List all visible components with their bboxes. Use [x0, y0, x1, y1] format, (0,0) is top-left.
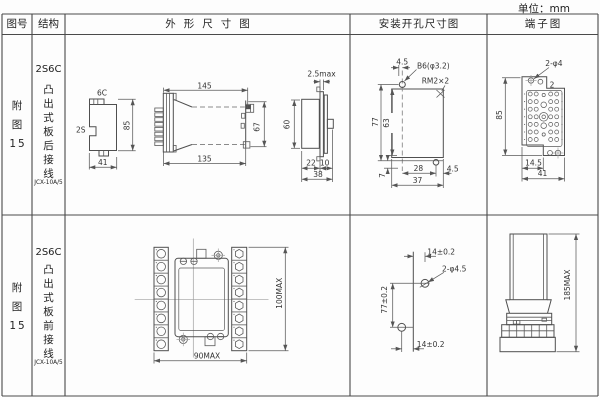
header-terminal: 端子图	[524, 18, 563, 30]
product-code-row2: JCX-10A/5	[34, 359, 63, 366]
fig1-outline-section-view: 2.5max 60 22 10 38	[282, 70, 336, 182]
structure-cell-row1: 凸 出 式 板 后 接 线	[43, 83, 54, 181]
dim-label-28: 28	[414, 164, 424, 173]
header-outline: 外形尺寸图	[165, 18, 258, 30]
dim-label-145pitch: 14.5	[525, 159, 542, 168]
terminal-group-label: 2	[550, 81, 555, 90]
dim-label-7: 7	[378, 173, 387, 178]
fig-no-cell-row2: 附 图 15	[9, 282, 27, 332]
dim-label-t85: 85	[495, 110, 504, 120]
note-holes-45: 2-φ4.5	[442, 264, 467, 273]
dim-label-10: 10	[320, 159, 330, 168]
dim-label-41: 41	[98, 158, 108, 167]
dim-label-2s: 2S	[76, 126, 86, 135]
header-structure: 结构	[38, 18, 59, 30]
dim-label-45bottom: 4.5	[447, 165, 459, 174]
dim-label-135: 135	[197, 155, 212, 164]
dim-label-77: 77	[371, 117, 380, 127]
unit-label: 单位：mm	[518, 3, 570, 15]
model-label-row1: 2S6C	[35, 64, 62, 75]
fig1-outline-top-view: 6C 2S 85 41	[76, 89, 136, 170]
dim-label-6c: 6C	[97, 89, 107, 98]
dim-label-77pm: 77±0.2	[380, 286, 389, 314]
model-label-row2: 2S6C	[35, 247, 62, 258]
dim-label-14top: 14±0.2	[427, 248, 455, 257]
dim-label-14bottom: 14±0.2	[417, 340, 445, 349]
table-grid	[1, 13, 599, 397]
fig2-mounting-drawing: 14±0.2 2-φ4.5 77±0.2 14±0.2	[380, 248, 467, 352]
dim-label-25max: 2.5max	[307, 70, 336, 79]
dim-label-185max: 185MAX	[563, 269, 572, 300]
fig1-terminal-drawing: 2 2-φ4 85 14.5 41	[495, 59, 565, 182]
dim-label-t41: 41	[538, 169, 548, 178]
note-screw: RM2×2	[422, 77, 450, 86]
fig1-mounting-drawing: 4.5 B6(φ3.2) RM2×2 77 63 7 28 4.5 37	[371, 58, 459, 188]
dim-label-90max: 90MAX	[194, 351, 220, 360]
product-code-row1: JCX-10A/5	[34, 179, 63, 186]
note-mount-holes: 2-φ4	[545, 59, 562, 68]
fig1-outline-side-view: 145 135 67	[154, 81, 267, 166]
structure-cell-row2: 凸 出 式 板 前 接 线	[43, 263, 54, 361]
fig2-terminal-drawing: 185MAX	[499, 233, 580, 353]
dim-label-85: 85	[123, 121, 132, 131]
header-fig-no: 图号	[6, 18, 28, 30]
header-mounting: 安装开孔尺寸图	[378, 18, 460, 30]
dim-label-60: 60	[282, 120, 291, 130]
note-hole: B6(φ3.2)	[417, 62, 450, 71]
fig2-outline-front-view: 100MAX 90MAX	[134, 238, 289, 364]
dim-label-22: 22	[306, 159, 316, 168]
dim-label-37: 37	[413, 176, 423, 185]
dim-label-63: 63	[382, 118, 391, 128]
dim-label-45top: 4.5	[396, 58, 408, 67]
dim-label-38: 38	[313, 170, 323, 179]
dim-label-67: 67	[253, 122, 262, 132]
dim-label-145: 145	[197, 81, 212, 90]
dim-label-100max: 100MAX	[275, 278, 284, 309]
fig-no-cell-row1: 附 图 15	[9, 100, 27, 150]
